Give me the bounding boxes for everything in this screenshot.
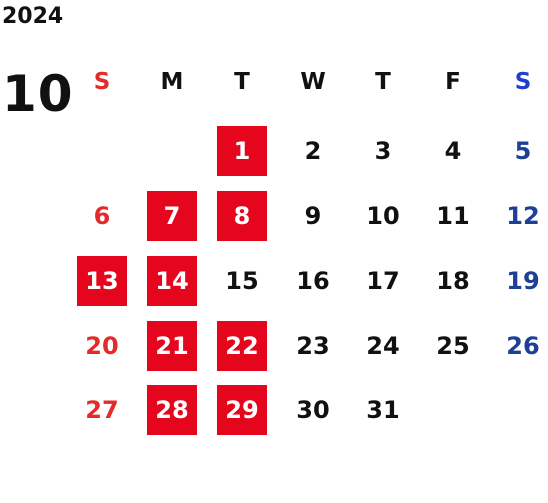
day-cell: 11 <box>436 202 470 230</box>
day-cell: 18 <box>436 267 470 295</box>
highlighted-day-cell: 13 <box>77 256 127 306</box>
calendar-year: 2024 <box>2 4 64 29</box>
day-cell: 2 <box>304 137 322 165</box>
highlighted-day-cell: 1 <box>217 126 267 176</box>
highlighted-day-cell: 8 <box>217 191 267 241</box>
highlighted-day-cell: 21 <box>147 321 197 371</box>
highlighted-day-cell: 14 <box>147 256 197 306</box>
calendar-month: 10 <box>2 65 74 123</box>
day-cell: 5 <box>514 137 532 165</box>
weekday-header-tue: T <box>234 69 250 95</box>
day-cell: 23 <box>296 332 330 360</box>
day-cell: 17 <box>366 267 400 295</box>
day-cell: 10 <box>366 202 400 230</box>
day-cell: 19 <box>506 267 540 295</box>
highlighted-day-cell: 29 <box>217 385 267 435</box>
day-cell: 27 <box>85 396 119 424</box>
day-cell: 9 <box>304 202 322 230</box>
day-cell: 25 <box>436 332 470 360</box>
day-cell: 4 <box>444 137 462 165</box>
day-cell: 6 <box>93 202 111 230</box>
weekday-header-mon: M <box>160 69 184 95</box>
day-cell: 24 <box>366 332 400 360</box>
highlighted-day-cell: 22 <box>217 321 267 371</box>
highlighted-day-cell: 7 <box>147 191 197 241</box>
day-cell: 30 <box>296 396 330 424</box>
day-cell: 16 <box>296 267 330 295</box>
highlighted-day-cell: 28 <box>147 385 197 435</box>
day-cell: 12 <box>506 202 540 230</box>
day-cell: 3 <box>374 137 392 165</box>
day-cell: 26 <box>506 332 540 360</box>
weekday-header-fri: F <box>445 69 461 95</box>
weekday-header-sat: S <box>514 69 532 95</box>
weekday-header-thu: T <box>375 69 391 95</box>
weekday-header-wed: W <box>300 69 326 95</box>
weekday-header-sun: S <box>93 69 111 95</box>
day-cell: 15 <box>225 267 259 295</box>
day-cell: 31 <box>366 396 400 424</box>
day-cell: 20 <box>85 332 119 360</box>
